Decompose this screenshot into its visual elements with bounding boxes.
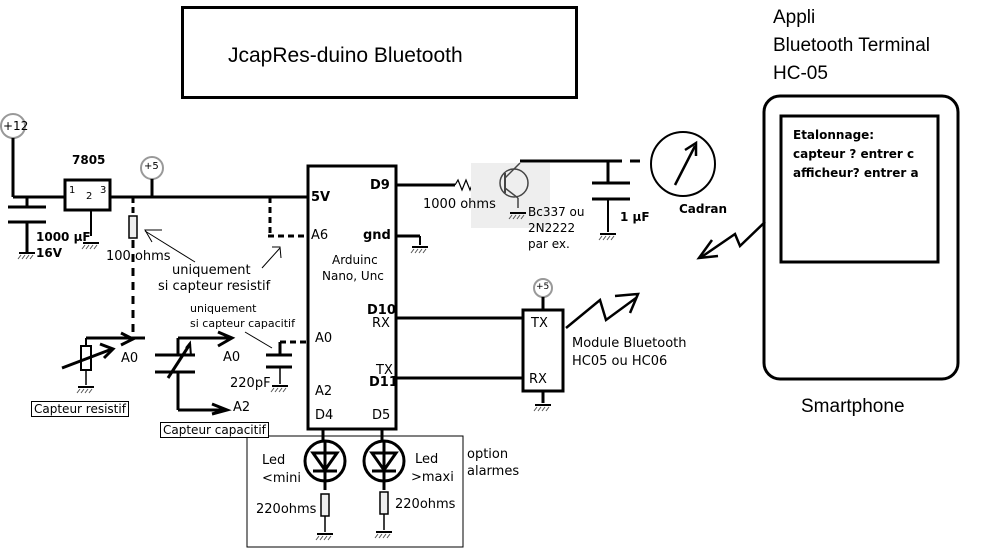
led-max-resistor-label: 220ohms [395, 497, 456, 512]
reference-cap-label: 220pF [230, 376, 271, 391]
pin-d9: D9 [370, 178, 390, 193]
pin-rx: RX [372, 316, 390, 331]
arduino-board [306, 164, 398, 431]
screen-line1: Etalonnage: [793, 128, 875, 142]
led-min-label-line2: <mini [262, 471, 302, 486]
input-capacitor [8, 197, 46, 260]
reference-capacitor [266, 340, 308, 393]
capacitive-sensor-label: Capteur capacitif [160, 422, 269, 438]
screen-line3: afficheur? entrer a [793, 166, 919, 180]
regulator-pin: 2 [86, 191, 93, 202]
alarm-option-line2: alarmes [467, 464, 520, 479]
diagram-title: JcapRes-duino Bluetooth [228, 44, 463, 67]
regulator-7805 [63, 178, 112, 250]
supply-5v-symbol [140, 156, 164, 197]
resistive-sensor-pin: A0 [121, 351, 139, 366]
transistor [471, 162, 550, 228]
bluetooth-module [521, 278, 565, 412]
pin-a0: A0 [315, 331, 333, 346]
alarm-option-box [246, 435, 464, 548]
led-max-label-line2: >maxi [411, 470, 454, 485]
supply-12v-symbol [0, 113, 26, 197]
title-box [181, 6, 578, 99]
bt-module-label-line1: Module Bluetooth [572, 336, 687, 351]
input-cap-value: 1000 µF [36, 230, 91, 244]
wireless-signal-icon [565, 296, 637, 329]
pin-d11: D11 [369, 375, 398, 390]
bt-pin-tx: TX [531, 316, 548, 331]
wireless-signal-icon [699, 221, 766, 260]
dial-meter [650, 131, 716, 197]
smartphone-label: Smartphone [801, 396, 905, 417]
capacitive-sensor-pin-a0: A0 [223, 350, 241, 365]
pin-a2: A2 [315, 384, 333, 399]
supply-12v-label: +12 [3, 119, 29, 133]
regulator-label: 7805 [72, 153, 106, 167]
note-resistive-line2: si capteur resistif [158, 279, 271, 294]
capacitive-sensor-pin-a2: A2 [233, 400, 251, 415]
bt-module-label-line2: HC05 ou HC06 [572, 354, 668, 369]
resistive-sensor-label: Capteur resistif [31, 401, 129, 417]
led-max-label-line1: Led [415, 452, 439, 467]
screen-line2: capteur ? entrer c [793, 147, 915, 161]
app-label-line2: Bluetooth Terminal [773, 35, 931, 56]
pin-d5: D5 [372, 408, 391, 423]
pin-d4: D4 [315, 408, 334, 423]
bt-supply-label: +5 [536, 282, 550, 292]
note-capacitive-line2: si capteur capacitif [190, 317, 295, 330]
capacitive-sensor [155, 330, 236, 416]
smartphone [762, 94, 960, 381]
arduino-label-line2: Nano, Unc [322, 269, 384, 283]
base-resistor-label: 1000 ohms [423, 197, 496, 212]
led-min-label-line1: Led [262, 453, 286, 468]
note-arrow [144, 230, 196, 263]
pin-d10: D10 [367, 303, 396, 318]
led-max [362, 439, 406, 539]
led-min-resistor-label: 220ohms [256, 502, 317, 517]
input-cap-voltage: 16V [36, 246, 62, 260]
app-label-line1: Appli [773, 7, 816, 28]
resistive-sensor [61, 336, 145, 394]
note-capacitive-line1: uniquement [190, 302, 257, 315]
supply-5v-label: +5 [144, 161, 159, 172]
filter-capacitor [592, 161, 630, 241]
note-resistive-line1: uniquement [172, 263, 251, 278]
pullup-resistor-label: 100 ohms [106, 249, 171, 264]
bt-pin-rx: RX [529, 372, 547, 387]
regulator-pin: 3 [100, 185, 107, 196]
note-arrow [261, 247, 281, 269]
transistor-label-line3: par ex. [528, 237, 570, 251]
dial-label: Cadran [679, 202, 728, 216]
regulator-pin: 1 [69, 185, 76, 196]
transistor-label-line1: Bc337 ou [528, 205, 585, 219]
note-arrow [244, 331, 273, 349]
led-min [303, 439, 347, 541]
transistor-label-line2: 2N2222 [528, 221, 576, 235]
filter-cap-label: 1 µF [620, 210, 650, 224]
pin-5v: 5V [311, 190, 331, 205]
pin-gnd: gnd [363, 228, 391, 243]
pin-tx: TX [376, 363, 393, 378]
app-label-line3: HC-05 [773, 63, 828, 84]
pin-a6: A6 [311, 228, 329, 243]
pullup-resistor [120, 197, 138, 347]
alarm-option-line1: option [467, 447, 509, 462]
arduino-label-line1: Arduinc [332, 253, 378, 267]
